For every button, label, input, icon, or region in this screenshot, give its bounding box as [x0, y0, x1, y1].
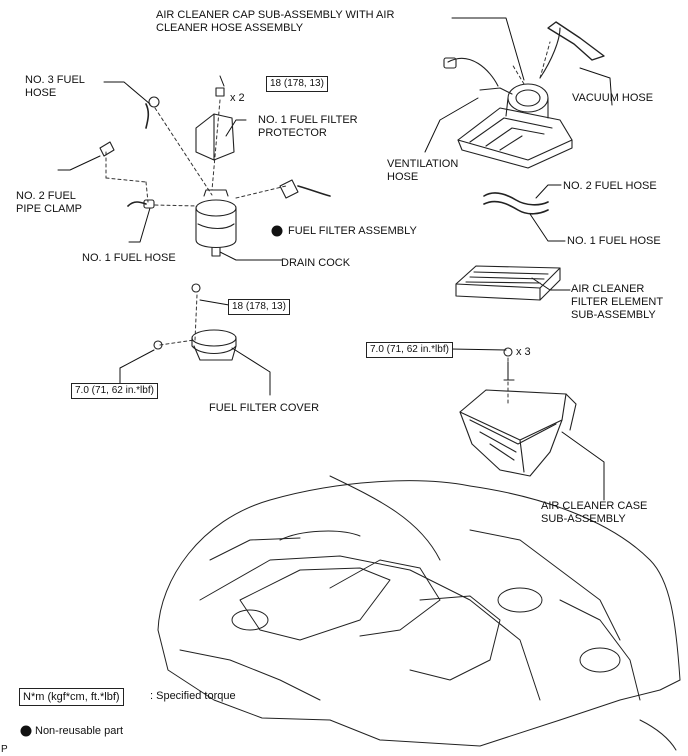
- air-cleaner-case-drawing: [459, 347, 577, 477]
- fuel-hoses-right: [483, 192, 549, 215]
- legend-torque-unit: N*m (kgf*cm, ft.*lbf): [19, 688, 124, 706]
- label-no1-fuel-filter-protector: NO. 1 FUEL FILTER PROTECTOR: [258, 114, 358, 139]
- label-no1-fuel-hose-left: NO. 1 FUEL HOSE: [82, 252, 176, 264]
- label-fuel-filter-assembly: FUEL FILTER ASSEMBLY: [288, 225, 417, 237]
- torque-box-protector: 18 (178, 13): [266, 76, 328, 92]
- label-fuel-filter-cover: FUEL FILTER COVER: [209, 402, 320, 414]
- label-no3-fuel-hose: NO. 3 FUEL HOSE: [25, 74, 85, 99]
- filter-element-drawing: [455, 265, 561, 301]
- legend-torque-desc: : Specified torque: [150, 690, 236, 702]
- non-reusable-marker: [271, 225, 283, 237]
- legend-non-reusable-marker: [20, 725, 32, 737]
- label-no2-fuel-hose: NO. 2 FUEL HOSE: [563, 180, 657, 192]
- torque-box-cover-bolt: 18 (178, 13): [228, 299, 290, 315]
- air-cleaner-cap-drawing: [443, 21, 605, 169]
- label-drain-cock: DRAIN COCK: [281, 257, 351, 269]
- qty-protector: x 2: [230, 92, 245, 104]
- engine-bay-drawing: [157, 475, 681, 751]
- label-air-cleaner-cap: AIR CLEANER CAP SUB-ASSEMBLY WITH AIR CL…: [156, 9, 395, 34]
- legend-non-reusable: Non-reusable part: [35, 725, 124, 737]
- label-no1-fuel-hose-right: NO. 1 FUEL HOSE: [567, 235, 661, 247]
- label-ventilation-hose: VENTILATION HOSE: [387, 158, 459, 183]
- torque-box-case: 7.0 (71, 62 in.*lbf): [366, 342, 453, 358]
- label-no2-fuel-pipe-clamp: NO. 2 FUEL PIPE CLAMP: [16, 190, 83, 215]
- qty-case: x 3: [516, 346, 531, 358]
- label-air-cleaner-filter-element: AIR CLEANER FILTER ELEMENT SUB-ASSEMBLY: [571, 283, 664, 321]
- corner-code: P: [1, 744, 8, 755]
- torque-box-cover-nut: 7.0 (71, 62 in.*lbf): [71, 383, 158, 399]
- label-air-cleaner-case: AIR CLEANER CASE SUB-ASSEMBLY: [541, 500, 648, 525]
- label-vacuum-hose: VACUUM HOSE: [572, 92, 654, 104]
- fuel-filter-parts: [99, 87, 331, 361]
